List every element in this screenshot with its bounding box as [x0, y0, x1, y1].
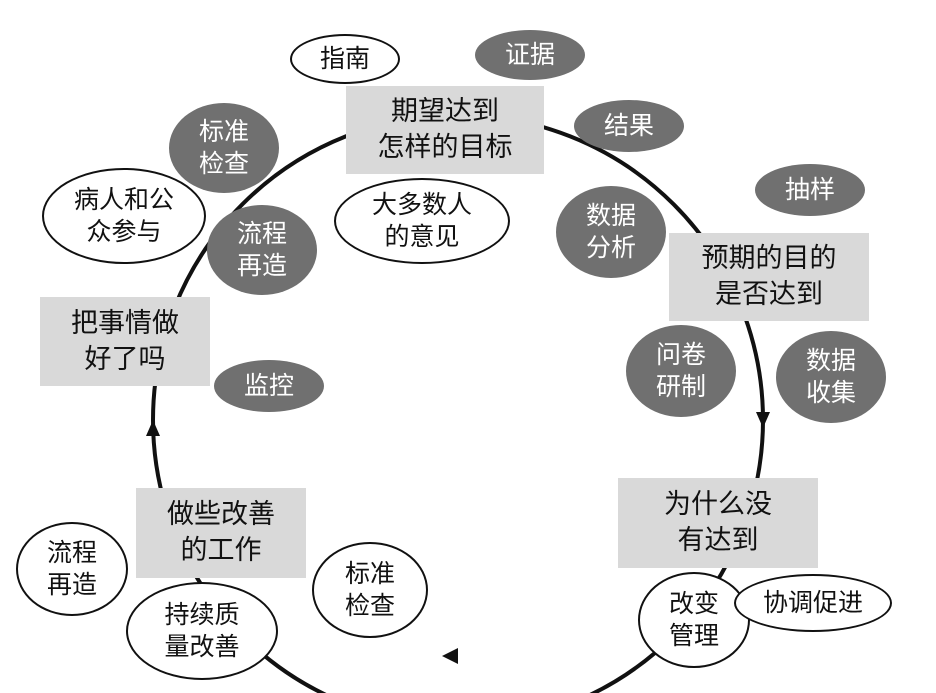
node-process-top-label: 流程 再造 [236, 218, 287, 281]
node-evidence: 证据 [475, 30, 585, 80]
node-process-top: 流程 再造 [207, 205, 317, 295]
node-standards-top: 标准 检查 [169, 103, 279, 193]
node-survey-label: 问卷 研制 [655, 339, 706, 402]
box-goal-label: 期望达到 怎样的目标 [377, 96, 513, 163]
node-guidelines: 指南 [290, 34, 400, 84]
node-patients-public-label: 病人和公 众参与 [73, 184, 174, 247]
node-data-collection-label: 数据 收集 [805, 345, 856, 408]
arrowhead-left [146, 420, 160, 436]
box-goal: 期望达到 怎样的目标 [346, 86, 544, 174]
node-coordination: 协调促进 [734, 574, 892, 632]
node-majority-opinion-label: 大多数人 的意见 [371, 189, 472, 252]
arrowhead-right [756, 412, 770, 428]
node-results: 结果 [574, 100, 684, 152]
box-check: 预期的目的 是否达到 [669, 233, 869, 321]
node-evidence-label: 证据 [504, 39, 555, 69]
node-patients-public: 病人和公 众参与 [42, 168, 206, 264]
node-monitoring-label: 监控 [243, 370, 294, 400]
node-standards-bottom-label: 标准 检查 [344, 558, 395, 621]
node-change-mgmt: 改变 管理 [638, 572, 750, 668]
arrowhead-bottom [442, 648, 458, 664]
node-process-bottom-label: 流程 再造 [46, 537, 97, 600]
node-survey: 问卷 研制 [626, 325, 736, 417]
node-data-analysis-label: 数据 分析 [585, 200, 636, 263]
node-process-bottom: 流程 再造 [16, 522, 128, 616]
node-monitoring: 监控 [214, 360, 324, 412]
box-done: 把事情做 好了吗 [40, 297, 210, 386]
node-coordination-label: 协调促进 [762, 587, 863, 617]
node-cqi: 持续质 量改善 [126, 582, 278, 680]
box-done-label: 把事情做 好了吗 [71, 307, 179, 375]
node-standards-bottom: 标准 检查 [312, 542, 428, 638]
node-sampling-label: 抽样 [784, 174, 835, 204]
node-data-collection: 数据 收集 [776, 331, 886, 423]
node-standards-top-label: 标准 检查 [198, 116, 249, 179]
node-results-label: 结果 [603, 110, 654, 140]
node-cqi-label: 持续质 量改善 [164, 599, 240, 662]
box-check-label: 预期的目的 是否达到 [701, 243, 837, 310]
box-improve-label: 做些改善 的工作 [167, 499, 275, 566]
node-change-mgmt-label: 改变 管理 [668, 588, 719, 651]
box-why: 为什么没 有达到 [618, 478, 818, 568]
box-improve: 做些改善 的工作 [136, 488, 306, 578]
node-majority-opinion: 大多数人 的意见 [334, 178, 510, 264]
node-data-analysis: 数据 分析 [556, 186, 666, 278]
node-sampling: 抽样 [755, 164, 865, 216]
box-why-label: 为什么没 有达到 [664, 489, 772, 556]
node-guidelines-label: 指南 [319, 43, 370, 73]
